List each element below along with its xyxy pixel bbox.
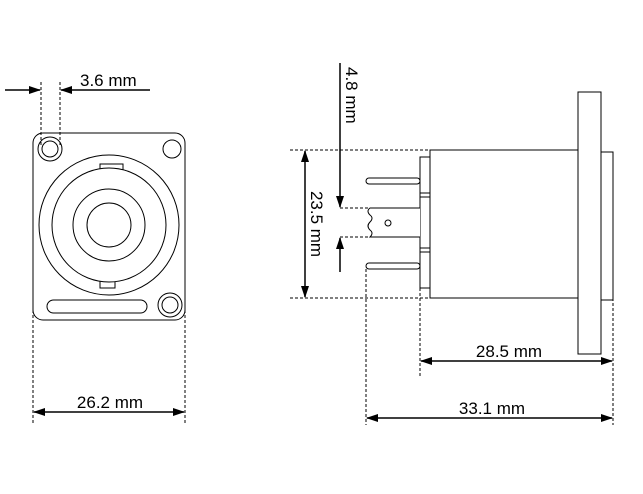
front-lip	[600, 151, 614, 301]
side-view: 23.5 mm 4.8 mm 28.5 mm 33.1 mm	[290, 63, 614, 425]
inner-ring	[72, 188, 146, 262]
solder-tab	[367, 207, 420, 238]
dim-tab-offset: 4.8 mm	[342, 67, 361, 124]
tab-hole	[384, 219, 392, 227]
dim-body-depth: 28.5 mm	[476, 342, 542, 361]
dim-hole-offset: 3.6 mm	[80, 71, 137, 90]
mount-hole-bottom-right	[157, 292, 183, 318]
key-top	[99, 163, 124, 171]
dim-front-width: 26.2 mm	[77, 393, 143, 412]
pin-top	[365, 177, 421, 185]
center-contact	[86, 202, 132, 248]
dim-total-depth: 33.1 mm	[459, 399, 525, 418]
mounting-plate	[32, 132, 186, 321]
rear-plate	[419, 156, 431, 289]
key-bottom	[99, 281, 116, 289]
pin-bottom	[365, 262, 421, 270]
outer-ring	[38, 154, 180, 296]
slot	[46, 299, 148, 314]
front-view: 3.6 mm 26.2 mm	[5, 71, 186, 425]
mount-hole-top-left	[37, 136, 63, 162]
dim-height: 23.5 mm	[307, 191, 326, 257]
flange	[577, 91, 602, 355]
socket-ring	[51, 167, 167, 283]
mount-hole-top-right	[162, 139, 182, 159]
body	[429, 149, 579, 299]
